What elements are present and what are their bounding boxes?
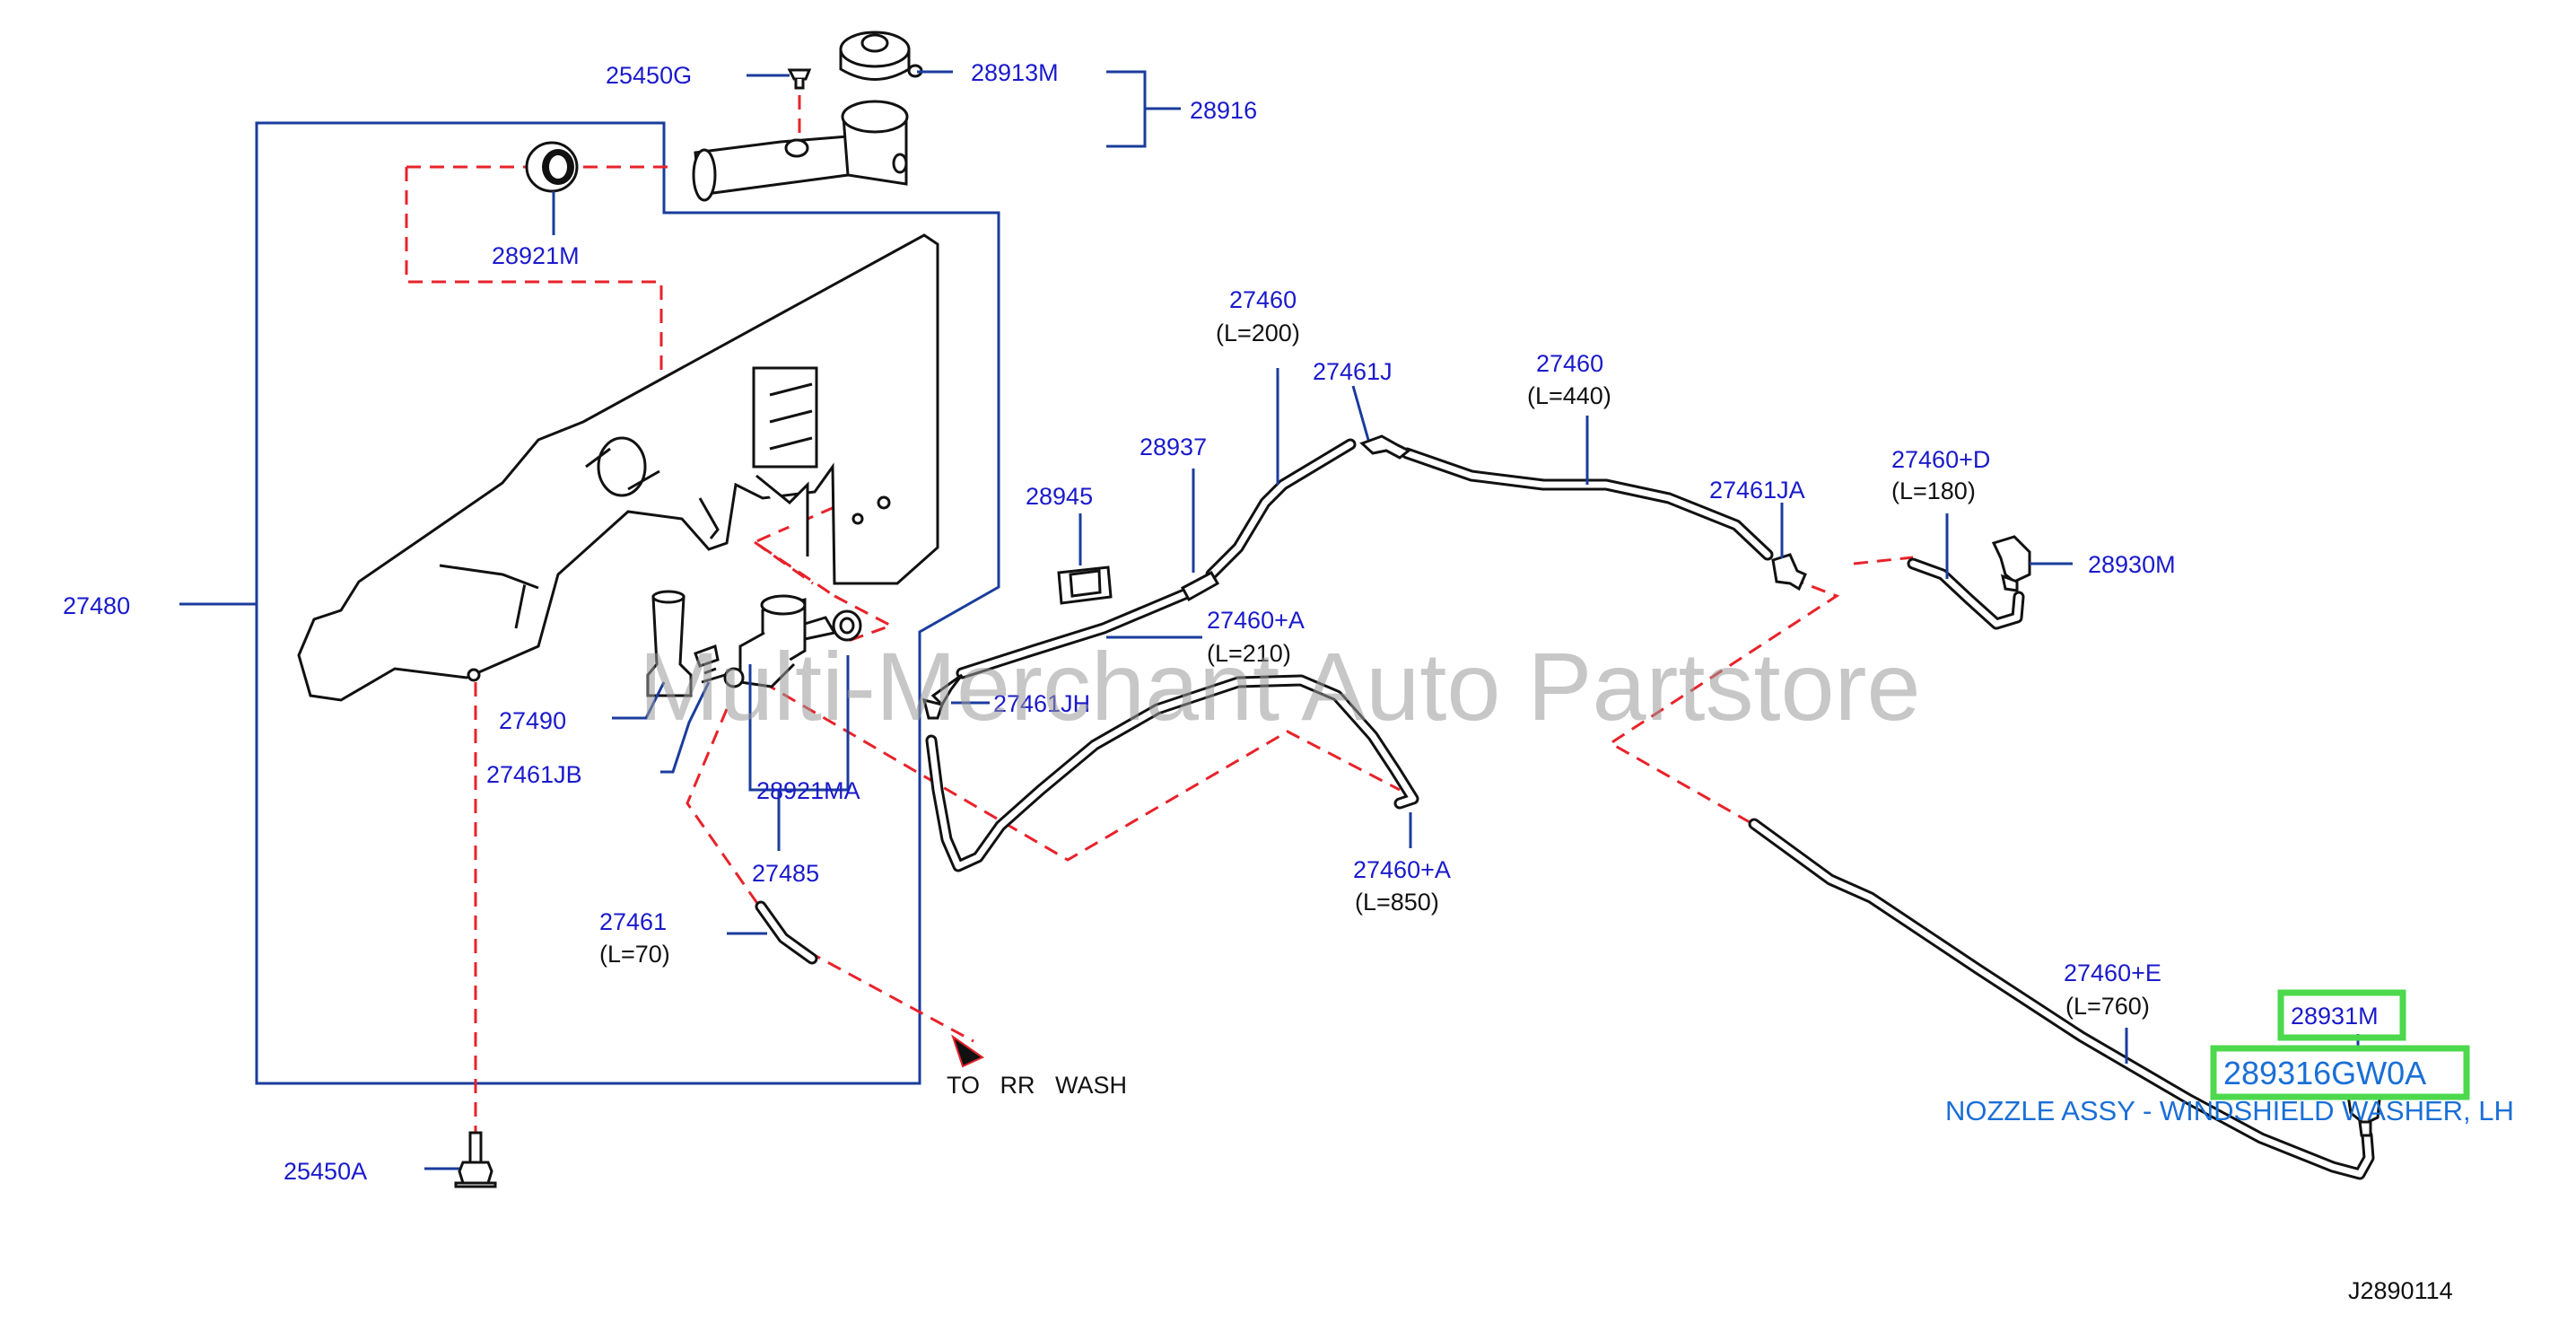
label-27460A-2: 27460+A bbox=[1353, 856, 1451, 883]
label-27460-b-length: (L=440) bbox=[1527, 382, 1611, 409]
seal-ring bbox=[525, 141, 579, 193]
label-27461JA: 27461JA bbox=[1709, 477, 1805, 504]
label-28937: 28937 bbox=[1140, 434, 1207, 460]
label-27461JH: 27461JH bbox=[993, 690, 1090, 717]
connector-27461J bbox=[1359, 434, 1411, 460]
connector-28937 bbox=[1180, 570, 1220, 602]
label-27461-length: (L=70) bbox=[599, 941, 670, 968]
connector-27461JA bbox=[1771, 553, 1807, 592]
hose-27461 bbox=[757, 903, 816, 962]
label-28930M: 28930M bbox=[2088, 551, 2176, 578]
label-25450A: 25450A bbox=[284, 1158, 367, 1185]
label-27461JB: 27461JB bbox=[486, 761, 582, 788]
label-28921M: 28921M bbox=[492, 242, 580, 269]
label-to-rr-wash: TO RR WASH bbox=[947, 1072, 1127, 1099]
label-27460E: 27460+E bbox=[2064, 960, 2161, 986]
diagram-code: J2890114 bbox=[2348, 1277, 2453, 1304]
label-28916: 28916 bbox=[1190, 97, 1257, 124]
clamp-28945 bbox=[1057, 565, 1113, 605]
label-27461: 27461 bbox=[599, 908, 667, 935]
label-27480: 27480 bbox=[63, 592, 130, 619]
label-28913M: 28913M bbox=[971, 59, 1059, 86]
label-27460-b: 27460 bbox=[1536, 350, 1603, 377]
label-27460-a-length: (L=200) bbox=[1216, 320, 1300, 346]
label-28921MA: 28921MA bbox=[756, 777, 860, 804]
highlight-box-28931M bbox=[2277, 989, 2406, 1041]
nozzle-28930M bbox=[1991, 535, 2031, 592]
filler-neck bbox=[692, 100, 909, 202]
clip-25450G bbox=[787, 68, 812, 90]
filler-cap bbox=[839, 31, 923, 81]
label-27490: 27490 bbox=[499, 707, 566, 734]
bracket-28916 bbox=[1106, 70, 1181, 148]
to-rr-wash-arrow-icon bbox=[951, 1034, 985, 1068]
label-27460A-2-length: (L=850) bbox=[1355, 889, 1439, 916]
label-27460A-1: 27460+A bbox=[1207, 607, 1305, 634]
highlight-box-part-number bbox=[2210, 1045, 2470, 1100]
leader-lines bbox=[179, 70, 2360, 1170]
bolt-25450A bbox=[454, 1131, 497, 1188]
pump-filter bbox=[646, 590, 693, 697]
connector-27461JB bbox=[694, 644, 720, 668]
label-27460D: 27460+D bbox=[1891, 446, 1990, 473]
assembly-boundary bbox=[255, 121, 1000, 1085]
label-25450G: 25450G bbox=[606, 62, 692, 89]
washer-pump bbox=[701, 594, 862, 688]
washer-tank bbox=[297, 233, 939, 702]
label-27461J: 27461J bbox=[1313, 358, 1393, 385]
highlight-description: NOZZLE ASSY - WINDSHIELD WASHER, LH bbox=[1945, 1095, 2514, 1126]
label-27485: 27485 bbox=[752, 860, 819, 887]
highlight-part-number: 289316GW0A bbox=[2223, 1055, 2426, 1091]
label-27460D-length: (L=180) bbox=[1891, 478, 1976, 504]
label-28931M: 28931M bbox=[2291, 1003, 2379, 1030]
label-27460-a: 27460 bbox=[1229, 286, 1297, 313]
label-27460A-1-length: (L=210) bbox=[1207, 640, 1291, 667]
watermark: Multi-Merchant Auto Partstore bbox=[639, 632, 1921, 740]
label-28945: 28945 bbox=[1026, 483, 1093, 510]
hoses bbox=[925, 438, 2375, 1180]
connector-27461JH bbox=[921, 673, 964, 720]
label-27460E-length: (L=760) bbox=[2065, 993, 2150, 1020]
